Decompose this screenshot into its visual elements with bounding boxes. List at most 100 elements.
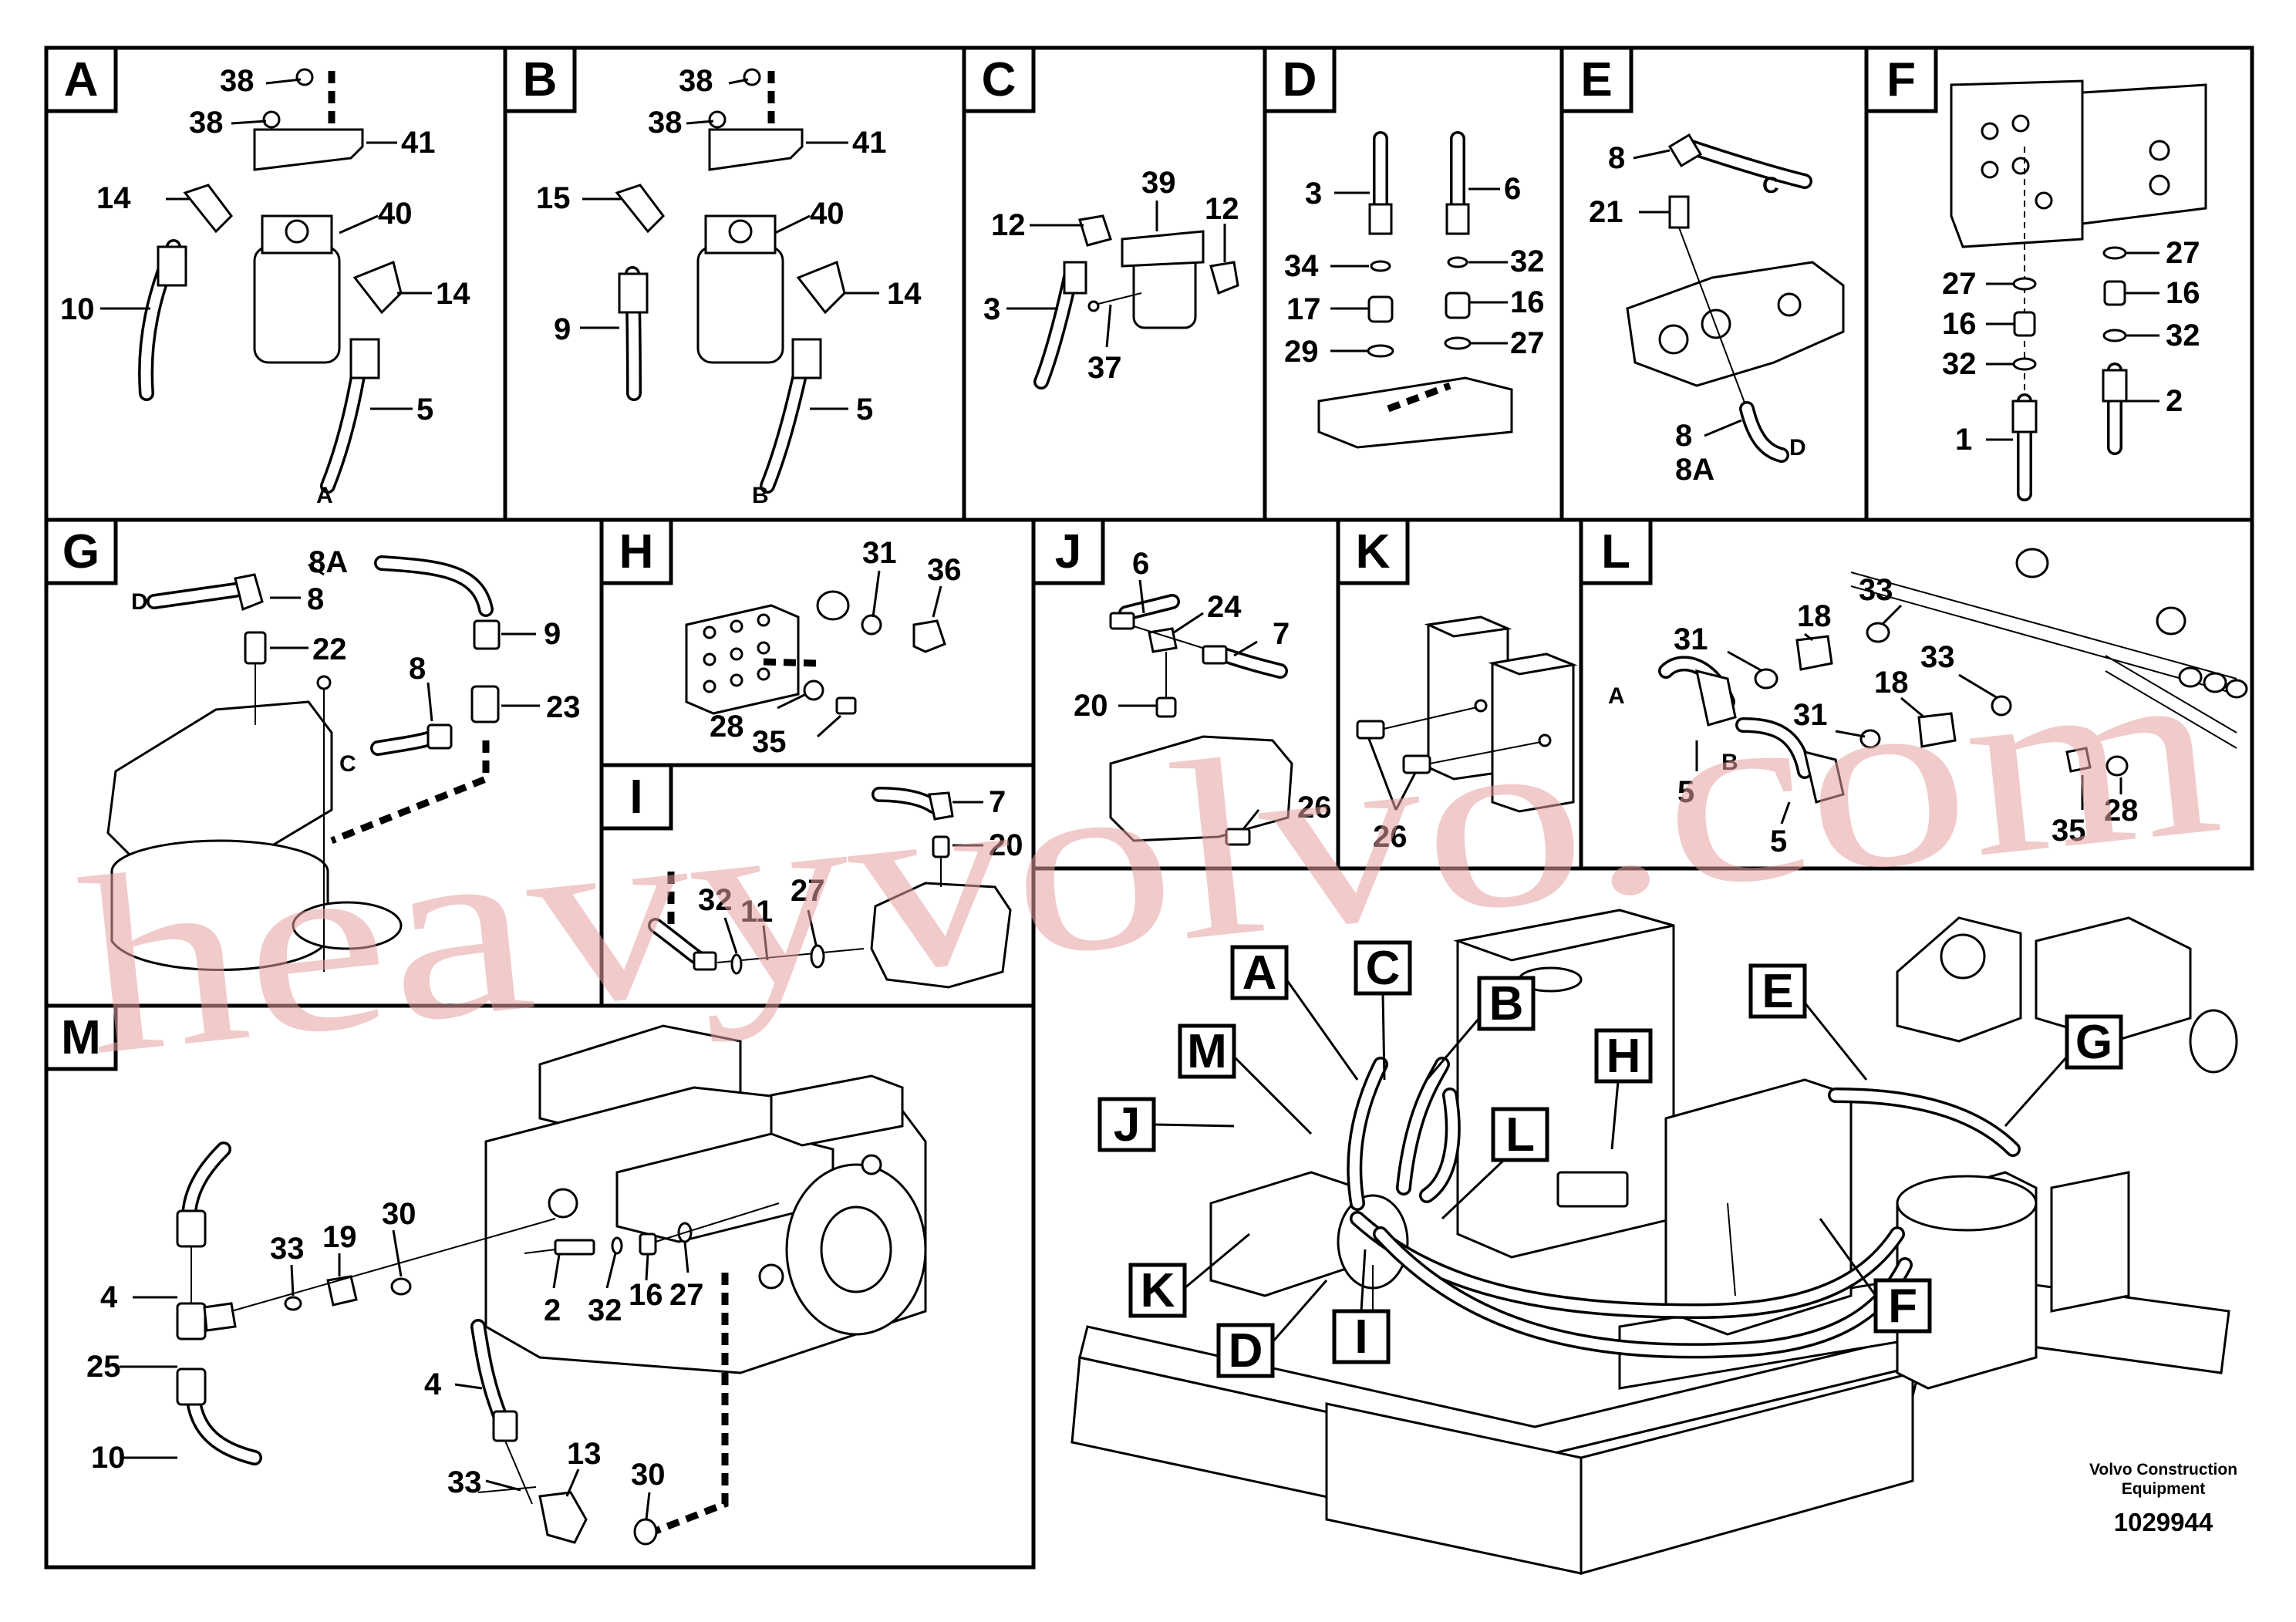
label-20: 20 <box>989 828 1023 862</box>
label-3: 3 <box>1305 177 1322 211</box>
valve-block-icon <box>106 700 333 865</box>
label-12: 12 <box>991 208 1026 242</box>
label-2: 2 <box>2166 384 2183 418</box>
label-33: 33 <box>447 1465 482 1499</box>
label-8a: 8A <box>308 545 348 579</box>
credit-line-1: Volvo Construction <box>2089 1461 2237 1479</box>
label-19: 19 <box>322 1220 357 1254</box>
label-32: 32 <box>588 1293 622 1327</box>
label-7: 7 <box>989 785 1006 819</box>
label-24: 24 <box>1207 590 1242 624</box>
hose-end-a: A <box>316 483 333 508</box>
label-35: 35 <box>2052 814 2086 848</box>
label-40: 40 <box>810 197 845 231</box>
callout-a: A <box>1242 946 1277 1000</box>
label-38: 38 <box>648 106 683 140</box>
label-10: 10 <box>60 292 95 326</box>
valve-block-icon <box>1109 735 1293 842</box>
label-15: 15 <box>536 181 571 215</box>
callout-m: M <box>1187 1025 1227 1078</box>
label-8: 8 <box>409 652 426 686</box>
panel-letter-l: L <box>1601 525 1630 578</box>
panel-letter-c: C <box>982 53 1017 106</box>
label-40: 40 <box>378 197 413 231</box>
label-31: 33 <box>1920 640 1955 674</box>
label-30: 30 <box>382 1197 416 1231</box>
label-36: 36 <box>927 553 962 587</box>
label-38: 38 <box>189 106 224 140</box>
label-5: 5 <box>1677 775 1694 809</box>
callout-k: K <box>1141 1264 1175 1317</box>
panel-letter-e: E <box>1580 53 1612 106</box>
label-37: 37 <box>1087 351 1122 385</box>
hose-end-d: D <box>131 589 148 615</box>
label-33: 31 <box>1674 622 1708 656</box>
label-9: 9 <box>554 312 571 346</box>
callout-c: C <box>1366 942 1401 995</box>
label-16: 16 <box>1510 285 1545 319</box>
credit-line-2: Equipment <box>2122 1480 2206 1498</box>
panel-letter-m: M <box>61 1011 101 1064</box>
label-2: 2 <box>544 1293 561 1327</box>
label-11: 11 <box>740 895 773 929</box>
label-38: 38 <box>220 64 255 98</box>
panel-g-drawing: 8A 8 22 9 8 23 D C <box>106 545 581 972</box>
label-21: 21 <box>1589 195 1623 229</box>
panel-c-frame <box>962 46 1267 522</box>
label-8a: 8A <box>1675 453 1714 487</box>
label-8: 8 <box>1608 141 1625 175</box>
label-3: 3 <box>983 292 1000 326</box>
label-27: 27 <box>669 1278 704 1312</box>
pump-icon <box>1209 1171 1359 1297</box>
panel-k-drawing: 26 <box>1356 615 1578 854</box>
panel-letter-j: J <box>1055 525 1081 578</box>
label-27: 27 <box>791 874 825 908</box>
label-20: 20 <box>1074 689 1108 723</box>
label-29: 29 <box>1284 335 1319 369</box>
label-32: 32 <box>1942 347 1977 381</box>
label-4: 4 <box>424 1367 442 1401</box>
label-1: 1 <box>1955 423 1972 457</box>
label-34: 34 <box>1284 249 1319 283</box>
callout-f: F <box>1888 1280 1917 1333</box>
panel-j-drawing: 6 24 7 20 26 <box>1074 547 1332 846</box>
callout-g: G <box>2075 1016 2112 1069</box>
label-14: 14 <box>436 277 470 311</box>
hose-end-c: C <box>1762 173 1779 198</box>
hose-end-d: D <box>1789 435 1806 460</box>
panel-letter-a: A <box>64 53 99 106</box>
label-13: 13 <box>567 1437 602 1471</box>
callout-d: D <box>1229 1324 1263 1378</box>
panel-l-drawing: 31 18 33 31 18 33 5 5 35 28 A B <box>1608 548 2248 858</box>
label-16: 16 <box>629 1278 663 1312</box>
label-16: 16 <box>2166 276 2200 310</box>
panel-letter-f: F <box>1886 53 1916 106</box>
panel-e-drawing: 8 21 8 8A C D <box>1589 133 1845 487</box>
label-27: 27 <box>2166 236 2200 270</box>
panel-m-drawing: 30 33 19 16 27 2 32 4 25 10 4 30 33 13 <box>86 1024 927 1546</box>
panel-b-drawing: 38 38 41 15 40 9 14 5 B <box>536 64 922 508</box>
label-41: 41 <box>852 126 887 160</box>
label-12: 12 <box>1205 192 1239 226</box>
overview-callouts: A C B M J H L E G K D I F <box>1097 940 2123 1378</box>
label-38: 38 <box>679 64 713 98</box>
label-31: 31 <box>862 536 897 570</box>
label-16: 16 <box>1942 307 1977 341</box>
label-5: 5 <box>1770 824 1787 858</box>
panel-letter-i: I <box>629 771 642 824</box>
label-6: 6 <box>1132 547 1149 581</box>
callout-j: J <box>1114 1098 1140 1152</box>
filter-icon <box>253 245 341 364</box>
panel-a-drawing: 38 38 41 14 40 10 14 5 A <box>60 64 470 508</box>
document-number: 1029944 <box>2114 1508 2213 1536</box>
panel-c-drawing: 39 12 12 3 37 <box>983 166 1239 389</box>
panel-letter-k: K <box>1356 525 1391 578</box>
panel-letter-b: B <box>523 53 558 106</box>
panel-i-drawing: 7 20 32 27 11 <box>648 785 1023 989</box>
callout-e: E <box>1762 965 1793 1018</box>
label-39: 39 <box>1141 166 1176 200</box>
label-17: 17 <box>1286 292 1321 326</box>
panel-letter-h: H <box>619 525 654 578</box>
label-25: 25 <box>86 1350 121 1384</box>
label-33: 31 <box>1793 698 1828 732</box>
